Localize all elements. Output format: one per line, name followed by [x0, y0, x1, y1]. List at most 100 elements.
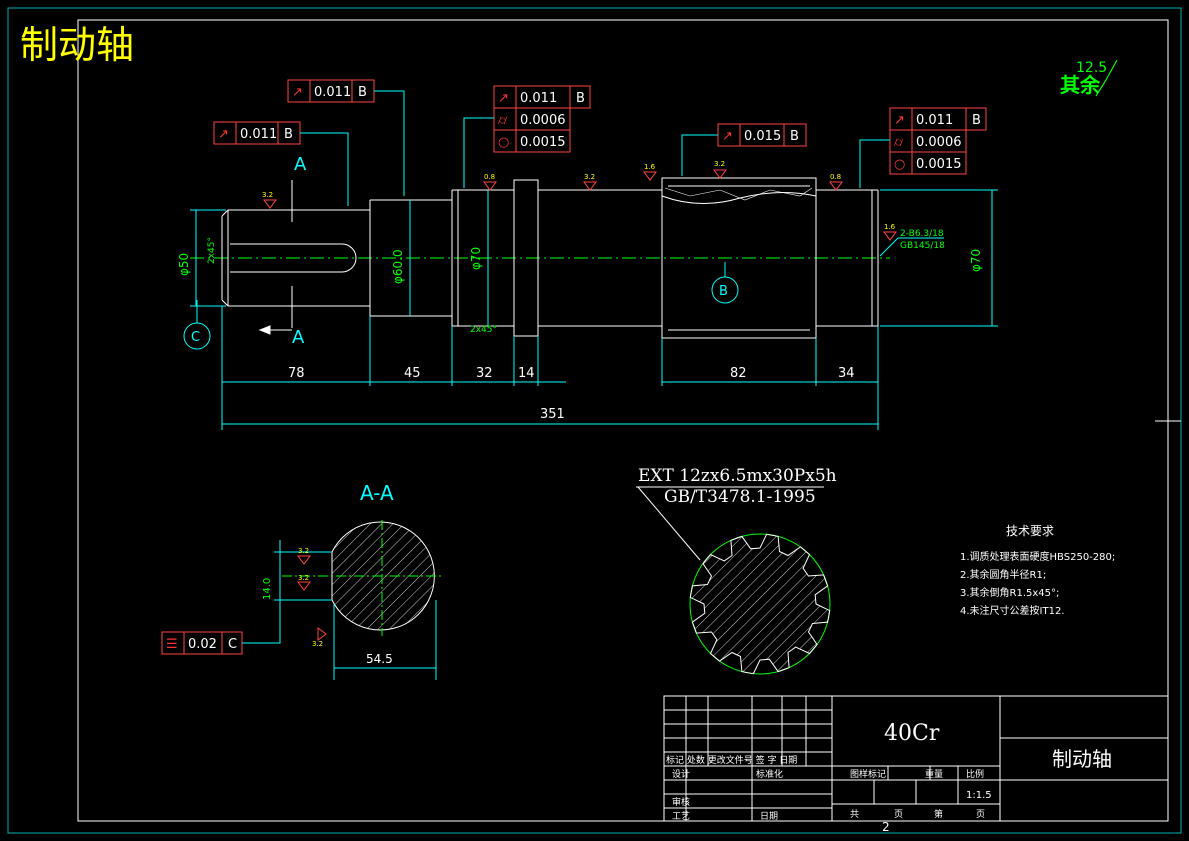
dim-45: 45: [404, 366, 421, 381]
dim-351: 351: [540, 407, 565, 422]
roughness-mark-4: 1.6: [644, 163, 656, 171]
title-block-page1: 页: [894, 809, 903, 820]
title-block-design: 设计: [672, 768, 690, 780]
section-label-a-bottom: A: [292, 327, 305, 348]
frame3-row3-value: 0.0015: [520, 135, 566, 150]
title-block-page2: 页: [976, 809, 985, 820]
section-label-a-top: A: [294, 154, 307, 175]
tolerance-frame-2: ↗ 0.011 B: [213, 121, 349, 206]
datum-c-marker: C: [183, 300, 211, 350]
default-roughness-value: 12.5: [1076, 60, 1107, 76]
default-roughness-label: 其余: [1060, 73, 1101, 97]
title-block-scale: 1:1.5: [966, 790, 992, 801]
datum-b-marker: B: [711, 262, 739, 304]
tech-req-item-1: 1.调质处理表面硬度HBS250-280;: [960, 550, 1115, 563]
diameter-dimensions: φ50 2x45° φ60.0 φ70 2x45° φ70 2-B6.3/18 …: [177, 189, 998, 335]
technical-requirements: 技术要求 1.调质处理表面硬度HBS250-280; 2.其余圆角半径R1; 3…: [960, 524, 1115, 617]
section-cut-a: [258, 180, 293, 335]
frame2-value: 0.011: [240, 127, 277, 142]
tolerance-frame-5: ↗ 0.011 B ⌭ 0.0006 ○ 0.0015: [859, 107, 987, 188]
center-std-label: GB145/18: [900, 241, 945, 251]
frame4-datum: B: [790, 129, 799, 144]
roughness-mark-6: 0.8: [830, 173, 841, 181]
frame1-symbol: ↗: [292, 85, 303, 100]
key-width-label: 54.5: [366, 652, 393, 666]
chamfer2-label: 2x45°: [470, 325, 497, 335]
roughness-marks: 3.2 0.8 3.2 1.6 3.2 0.8 1.6: [262, 160, 897, 241]
dim-34: 34: [838, 366, 855, 381]
spline-section-view: EXT 12zx6.5mx30Px5h GB/T3478.1-1995: [636, 466, 837, 675]
drawing-title: 制动轴: [20, 23, 134, 67]
roughness-mark-10: 3.2: [312, 640, 323, 648]
frame4-value: 0.015: [744, 129, 781, 144]
dia60-label: φ60.0: [391, 249, 405, 284]
spline-spec-line2: GB/T3478.1-1995: [664, 487, 816, 507]
outer-border: [7, 7, 1182, 834]
dia50-label: φ50: [177, 253, 191, 276]
frame5-row1-symbol: ↗: [894, 113, 905, 128]
frame5-row3-value: 0.0015: [916, 157, 962, 172]
dia70a-label: φ70: [469, 247, 483, 270]
length-dimensions: [221, 306, 879, 430]
tolerance-frame-3: ↗ 0.011 B ⌭ 0.0006 ○ 0.0015: [463, 85, 591, 188]
title-block-row1: 标记 处数 更改文件号 签 字 日期: [666, 754, 797, 766]
frame6-symbol: ☰: [166, 637, 178, 652]
title-block-date: 日期: [760, 811, 778, 822]
frame3-row1-symbol: ↗: [498, 91, 509, 106]
frame5-row1-datum: B: [972, 113, 981, 128]
tolerance-frame-4: ↗ 0.015 B: [681, 123, 807, 176]
dim-82: 82: [730, 366, 747, 381]
title-block-total: 共: [850, 809, 859, 820]
frame1-datum: B: [358, 85, 367, 100]
title-block-stage: 图样标记: [850, 768, 886, 780]
tolerance-frame-1: ↗ 0.011 B: [287, 79, 405, 196]
title-block-weight: 重量: [925, 768, 943, 780]
frame4-symbol: ↗: [722, 129, 733, 144]
frame1-value: 0.011: [314, 85, 351, 100]
frame6-value: 0.02: [188, 637, 217, 652]
spline-spec-line1: EXT 12zx6.5mx30Px5h: [638, 466, 837, 486]
frame6-datum: C: [228, 637, 237, 652]
chamfer1-label: 2x45°: [207, 237, 217, 264]
shaft-main-view: [190, 177, 890, 339]
datum-c-label: C: [191, 330, 200, 345]
roughness-mark-9: 3.2: [298, 574, 309, 582]
frame3-row2-value: 0.0006: [520, 113, 566, 128]
key-depth-label: 14.0: [262, 578, 273, 600]
frame5-row2-value: 0.0006: [916, 135, 962, 150]
roughness-mark-2: 0.8: [484, 173, 495, 181]
title-block-process: 工艺: [672, 811, 690, 822]
roughness-mark-1: 3.2: [262, 191, 273, 199]
roughness-mark-7: 1.6: [884, 223, 896, 231]
frame2-datum: B: [284, 127, 293, 142]
title-block-sheet: 第: [934, 808, 943, 820]
section-aa-title: A-A: [360, 481, 394, 505]
frame3-row3-symbol: ○: [498, 135, 509, 150]
title-block-ratio: 比例: [966, 768, 984, 780]
title-block-std: 标准化: [756, 768, 783, 780]
section-aa-view: 14.0 54.5 3.2 3.2 3.2: [262, 520, 444, 680]
frame5-row2-symbol: ⌭: [894, 135, 904, 150]
title-block-material: 40Cr: [884, 721, 940, 746]
title-block: [663, 695, 1169, 822]
dia70b-label: φ70: [969, 249, 983, 272]
center-hole-label: 2-B6.3/18: [900, 229, 944, 239]
tech-req-item-2: 2.其余圆角半径R1;: [960, 568, 1046, 581]
tech-req-item-3: 3.其余倒角R1.5x45°;: [960, 586, 1059, 599]
frame5-row3-symbol: ○: [894, 157, 905, 172]
sheet-number: 2: [882, 820, 890, 834]
roughness-mark-3: 3.2: [584, 173, 595, 181]
frame5-row1-value: 0.011: [916, 113, 953, 128]
roughness-mark-8: 3.2: [298, 547, 309, 555]
title-block-part-name: 制动轴: [1052, 747, 1112, 771]
dim-78: 78: [288, 366, 305, 381]
title-block-review: 审核: [672, 796, 690, 808]
dim-32: 32: [476, 366, 493, 381]
frame2-symbol: ↗: [218, 127, 229, 142]
datum-b-label: B: [719, 284, 728, 299]
frame3-row1-value: 0.011: [520, 91, 557, 106]
roughness-mark-5: 3.2: [714, 160, 725, 168]
tech-req-title: 技术要求: [1006, 524, 1054, 538]
frame3-row1-datum: B: [576, 91, 585, 106]
frame3-row2-symbol: ⌭: [498, 113, 508, 128]
